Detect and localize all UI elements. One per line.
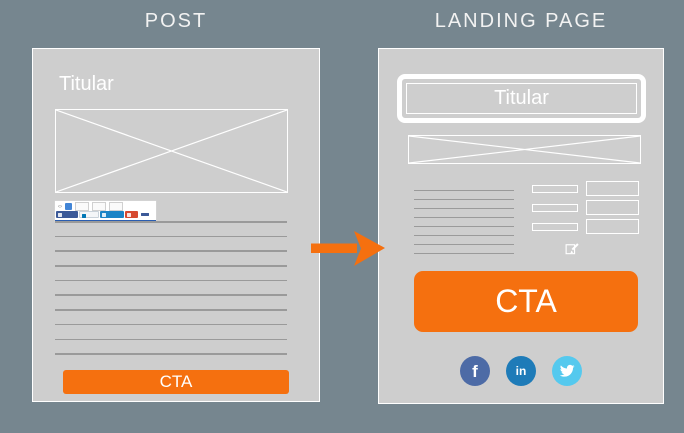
- linkedin-icon: [81, 213, 86, 218]
- text-line: [55, 338, 287, 340]
- more-share-button[interactable]: [139, 211, 153, 218]
- form-input-field[interactable]: [586, 219, 639, 234]
- text-line: [55, 279, 287, 282]
- right-arrow-icon: [311, 229, 385, 267]
- google-plus-icon: [126, 212, 131, 217]
- share-buttons: [55, 211, 156, 218]
- share-count-glyph: ‹›: [58, 203, 62, 210]
- facebook-icon: [57, 212, 62, 217]
- form-field-label: [532, 184, 578, 193]
- twitter-share-button[interactable]: [100, 211, 124, 218]
- text-line: [414, 225, 514, 228]
- text-line: [55, 294, 287, 296]
- facebook-share-button[interactable]: [56, 211, 78, 218]
- share-count-box: [109, 202, 123, 211]
- post-body-text-lines: [55, 221, 287, 368]
- post-wireframe-panel: Titular ‹›: [32, 48, 320, 402]
- text-line: [55, 250, 287, 252]
- linkedin-icon: in: [515, 364, 527, 378]
- landing-cta-button[interactable]: CTA: [414, 271, 638, 332]
- image-placeholder: [55, 109, 288, 193]
- image-placeholder: [408, 135, 641, 164]
- form-row: [532, 219, 639, 234]
- text-line: [55, 309, 287, 311]
- text-line: [55, 235, 287, 238]
- form-field-label: [532, 203, 578, 212]
- form-input-field[interactable]: [586, 200, 639, 215]
- share-counters: ‹›: [55, 201, 156, 211]
- form-row: [532, 200, 639, 215]
- more-icon: [140, 213, 149, 216]
- twitter-icon: [101, 212, 106, 217]
- facebook-icon: f: [472, 362, 478, 381]
- post-cta-button[interactable]: CTA: [63, 370, 289, 394]
- post-heading: Titular: [59, 73, 114, 95]
- text-line: [414, 234, 514, 237]
- lead-form: [532, 181, 639, 238]
- edit-pencil-icon: [565, 241, 580, 256]
- share-count-box: [75, 202, 89, 211]
- form-row: [532, 181, 639, 196]
- linkedin-share-button[interactable]: [79, 211, 99, 218]
- text-line: [55, 265, 287, 267]
- social-icons-row: f in: [379, 356, 663, 386]
- landing-wireframe-panel: Titular: [378, 48, 664, 404]
- twitter-bird-icon: [559, 364, 575, 377]
- x-cross-icon: [409, 136, 640, 163]
- linkedin-button[interactable]: in: [506, 356, 536, 386]
- share-app-icon: [65, 203, 72, 210]
- text-line: [55, 221, 287, 223]
- form-field-label: [532, 222, 578, 231]
- facebook-button[interactable]: f: [460, 356, 490, 386]
- twitter-button[interactable]: [552, 356, 582, 386]
- text-line: [55, 353, 287, 355]
- text-line: [414, 207, 514, 210]
- landing-heading-frame: Titular: [397, 74, 646, 123]
- social-share-toolbar: ‹›: [55, 201, 156, 222]
- text-line: [414, 252, 514, 255]
- landing-column-title: LANDING PAGE: [434, 10, 608, 32]
- text-line: [414, 190, 514, 192]
- x-cross-icon: [56, 110, 287, 192]
- text-line: [414, 243, 514, 246]
- text-line: [55, 323, 287, 326]
- landing-body-text-lines: [414, 190, 514, 262]
- post-column-title: POST: [144, 10, 208, 32]
- share-count-box: [92, 202, 106, 211]
- text-line: [414, 198, 514, 201]
- text-line: [414, 216, 514, 219]
- form-input-field[interactable]: [586, 181, 639, 196]
- google-plus-share-button[interactable]: [125, 211, 138, 218]
- landing-heading: Titular: [406, 83, 637, 114]
